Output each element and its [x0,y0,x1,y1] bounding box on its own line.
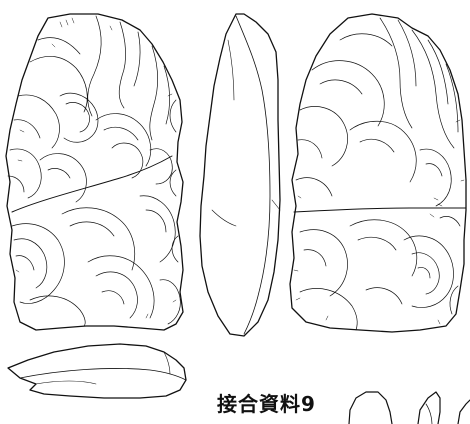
lateral-profile-drawing [199,13,281,337]
platform-section-drawing [7,343,187,399]
figure-caption: 接合資料9 [217,392,316,416]
fragment-drawing [348,391,470,424]
dorsal-view-drawing [5,13,184,331]
ventral-view-drawing [289,13,467,333]
